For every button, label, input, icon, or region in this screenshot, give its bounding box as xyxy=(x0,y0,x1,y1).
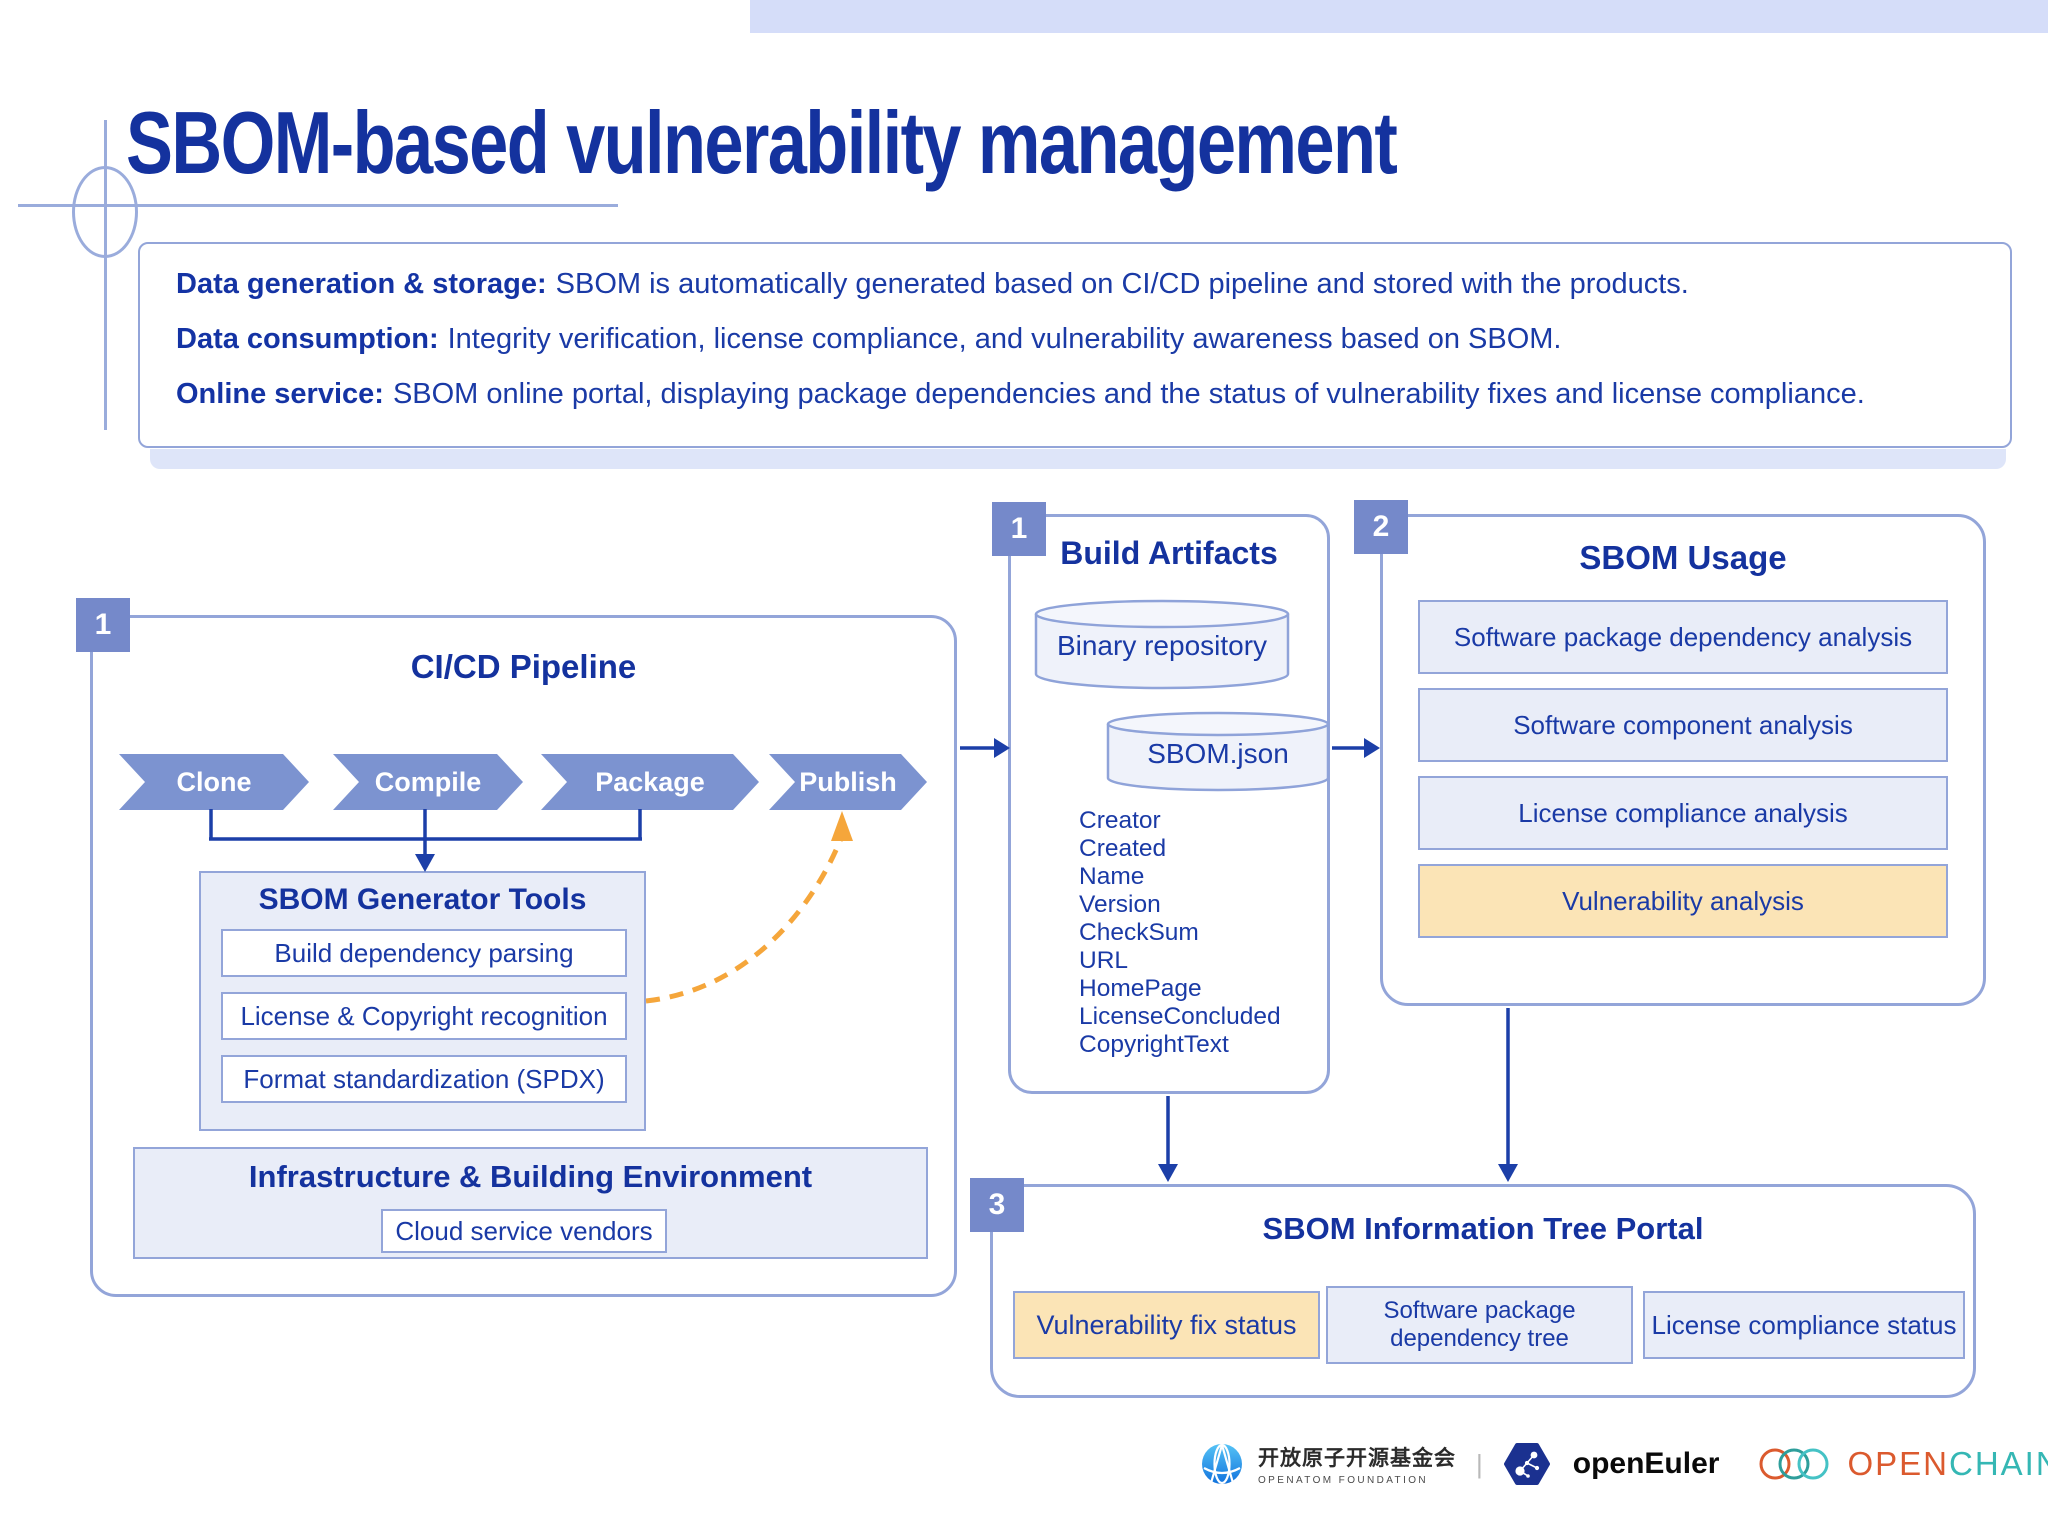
top-accent-strip xyxy=(750,0,2048,33)
step-badge-1-pipeline: 1 xyxy=(76,598,130,652)
sbom-json-cylinder: SBOM.json xyxy=(1105,709,1331,795)
sbom-field: LicenseConcluded xyxy=(1079,1003,1281,1030)
footer-separator: | xyxy=(1476,1448,1483,1479)
sbom-portal-title: SBOM Information Tree Portal xyxy=(1262,1211,1704,1246)
sbom-field: CheckSum xyxy=(1079,919,1199,946)
sbom-json-label: SBOM.json xyxy=(1147,738,1289,770)
summary-lead: Data consumption: xyxy=(176,323,439,355)
sbom-field: Version xyxy=(1079,891,1161,918)
summary-lead: Online service: xyxy=(176,378,384,410)
title-underline xyxy=(18,204,618,207)
stage-package: Package xyxy=(541,754,759,810)
sbom-field: Created xyxy=(1079,835,1167,862)
usage-row-package-dependency: Software package dependency analysis xyxy=(1418,600,1948,674)
summary-line: Data generation & storage:SBOM is automa… xyxy=(176,268,1980,301)
step-badge-3-portal: 3 xyxy=(970,1178,1024,1232)
sbom-generator-tools-box: SBOM Generator Tools Build dependency pa… xyxy=(199,871,646,1131)
generator-item: Format standardization (SPDX) xyxy=(221,1055,627,1103)
openatom-name-cn: 开放原子开源基金会 xyxy=(1258,1447,1456,1470)
openchain-word-chain: CHAIN xyxy=(1949,1445,2048,1482)
stage-publish: Publish xyxy=(769,754,927,810)
summary-line: Data consumption:Integrity verification,… xyxy=(176,323,1980,356)
stage-compile: Compile xyxy=(333,754,523,810)
infrastructure-title: Infrastructure & Building Environment xyxy=(248,1159,813,1194)
openeuler-logo-icon xyxy=(1503,1443,1550,1485)
sbom-field: Creator xyxy=(1079,807,1161,834)
sbom-usage-title: SBOM Usage xyxy=(1579,539,1787,576)
title-deco-vertical-line xyxy=(104,120,107,430)
openchain-word-open: OPEN xyxy=(1847,1445,1949,1482)
summary-box-shadow xyxy=(150,449,2006,469)
summary-text: SBOM is automatically generated based on… xyxy=(555,268,1689,300)
portal-box-vulnerability-fix-status: Vulnerability fix status xyxy=(1013,1291,1320,1359)
sbom-field: CopyrightText xyxy=(1079,1031,1229,1058)
sbom-field-list: Creator Created Name Version CheckSum UR… xyxy=(1079,807,1281,1059)
footer-logos: 开放原子开源基金会 OPENATOM FOUNDATION | openEule… xyxy=(1200,1434,2048,1494)
cylinder-shape xyxy=(1106,711,1330,792)
cloud-service-vendors-box: Cloud service vendors xyxy=(381,1209,667,1253)
portal-box-dependency-tree: Software package dependency tree xyxy=(1326,1286,1633,1364)
stage-clone: Clone xyxy=(119,754,309,810)
usage-row-license-compliance: License compliance analysis xyxy=(1418,776,1948,850)
portal-box-license-compliance-status: License compliance status xyxy=(1643,1291,1965,1359)
build-artifacts-title: Build Artifacts xyxy=(1060,535,1278,571)
sbom-field: HomePage xyxy=(1079,975,1202,1002)
openchain-rings-icon xyxy=(1759,1448,1829,1480)
summary-line: Online service:SBOM online portal, displ… xyxy=(176,378,1980,411)
sbom-field: Name xyxy=(1079,863,1145,890)
openatom-wordmark: 开放原子开源基金会 OPENATOM FOUNDATION xyxy=(1258,1442,1456,1486)
cicd-pipeline-panel: CI/CD Pipeline Clone Compile Package Pub… xyxy=(90,615,957,1297)
usage-row-vulnerability-analysis: Vulnerability analysis xyxy=(1418,864,1948,938)
page-title: SBOM-based vulnerability management xyxy=(126,93,1398,192)
sbom-generator-tools-title: SBOM Generator Tools xyxy=(258,883,587,916)
build-artifacts-panel: Build Artifacts Binary repository SBOM.j… xyxy=(1008,514,1330,1094)
usage-row-component-analysis: Software component analysis xyxy=(1418,688,1948,762)
cicd-pipeline-title: CI/CD Pipeline xyxy=(410,648,637,685)
openatom-name-en: OPENATOM FOUNDATION xyxy=(1258,1475,1429,1486)
openchain-wordmark: OPENCHAIN xyxy=(1847,1445,2048,1483)
cylinder-shape xyxy=(1034,599,1290,690)
sbom-field: URL xyxy=(1079,947,1129,974)
binary-repository-label: Binary repository xyxy=(1056,629,1268,661)
summary-text: Integrity verification, license complian… xyxy=(447,323,1562,355)
summary-box: Data generation & storage:SBOM is automa… xyxy=(138,242,2012,448)
generator-item: Build dependency parsing xyxy=(221,929,627,977)
binary-repository-cylinder: Binary repository xyxy=(1033,597,1291,693)
title-deco-circle xyxy=(72,166,138,258)
step-badge-1-artifacts: 1 xyxy=(992,502,1046,556)
step-badge-2-usage: 2 xyxy=(1354,500,1408,554)
openatom-logo-icon xyxy=(1202,1443,1242,1485)
summary-text: SBOM online portal, displaying package d… xyxy=(392,378,1865,410)
infrastructure-box: Infrastructure & Building Environment Cl… xyxy=(133,1147,928,1259)
generator-item: License & Copyright recognition xyxy=(221,992,627,1040)
summary-lead: Data generation & storage: xyxy=(176,268,547,300)
openeuler-wordmark: openEuler xyxy=(1572,1447,1720,1480)
